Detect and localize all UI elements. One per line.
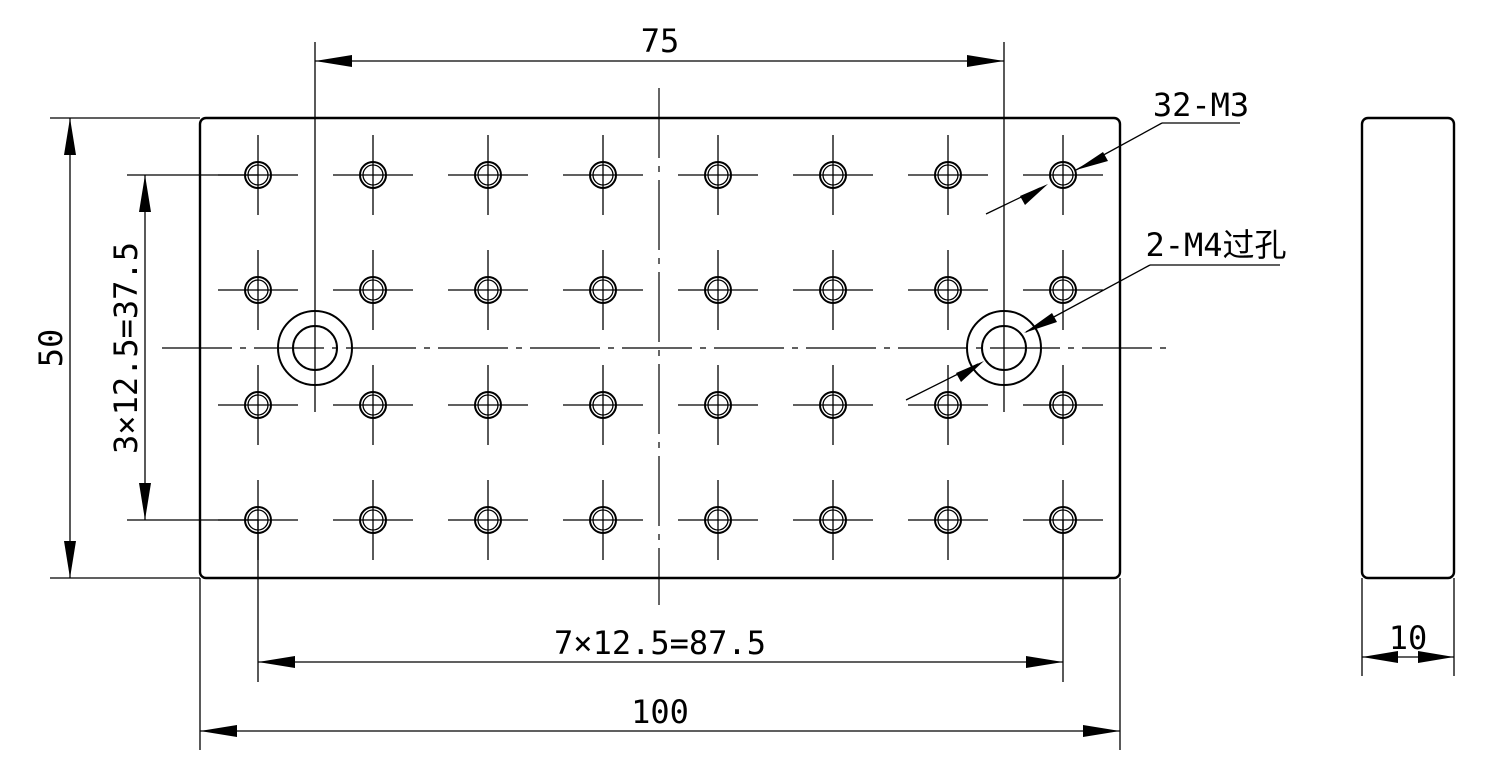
m3-hole — [908, 250, 988, 330]
m3-hole — [448, 135, 528, 215]
m3-hole — [218, 365, 298, 445]
m3-hole — [333, 250, 413, 330]
m3-hole — [563, 250, 643, 330]
m3-hole — [448, 250, 528, 330]
dimension-horizontal-pitch: 7×12.5=87.5 — [257, 520, 1064, 682]
callout-tapped-holes: 32-M3 — [985, 86, 1249, 215]
m3-hole — [1023, 135, 1103, 215]
dimension-width: 100 — [199, 578, 1121, 750]
dimension-thickness: 10 — [1361, 578, 1455, 676]
m3-hole — [218, 250, 298, 330]
m3-hole — [333, 365, 413, 445]
m3-hole — [1023, 365, 1103, 445]
callout-tapped-holes-label: 32-M3 — [1153, 86, 1249, 124]
m3-hole — [908, 480, 988, 560]
m3-hole — [908, 365, 988, 445]
dimension-thickness-label: 10 — [1389, 619, 1428, 657]
m3-hole — [563, 480, 643, 560]
m3-hole — [793, 250, 873, 330]
dimension-horizontal-pitch-label: 7×12.5=87.5 — [554, 624, 766, 662]
dimension-height: 50 — [32, 117, 200, 579]
m3-hole — [563, 365, 643, 445]
m3-hole — [908, 135, 988, 215]
dimension-width-label: 100 — [631, 693, 689, 731]
side-view-outline — [1360, 116, 1456, 580]
m3-hole — [563, 135, 643, 215]
dimension-height-label: 50 — [32, 329, 70, 368]
m3-hole — [333, 135, 413, 215]
m3-hole — [333, 480, 413, 560]
m3-hole — [793, 480, 873, 560]
m3-hole — [793, 135, 873, 215]
m3-hole — [448, 365, 528, 445]
dimension-vertical-pitch-label: 3×12.5=37.5 — [107, 242, 145, 454]
m3-hole — [448, 480, 528, 560]
m3-hole — [1023, 250, 1103, 330]
m3-hole — [678, 250, 758, 330]
dimension-top-span: 75 — [314, 22, 1005, 412]
m3-hole — [678, 480, 758, 560]
m3-hole — [678, 135, 758, 215]
callout-through-holes: 2-M4过孔 — [905, 226, 1287, 401]
m3-hole — [678, 365, 758, 445]
dimension-vertical-pitch: 3×12.5=37.5 — [107, 174, 258, 521]
m3-hole — [793, 365, 873, 445]
dimension-top-span-label: 75 — [641, 22, 680, 60]
callout-through-holes-label: 2-M4过孔 — [1145, 226, 1286, 264]
